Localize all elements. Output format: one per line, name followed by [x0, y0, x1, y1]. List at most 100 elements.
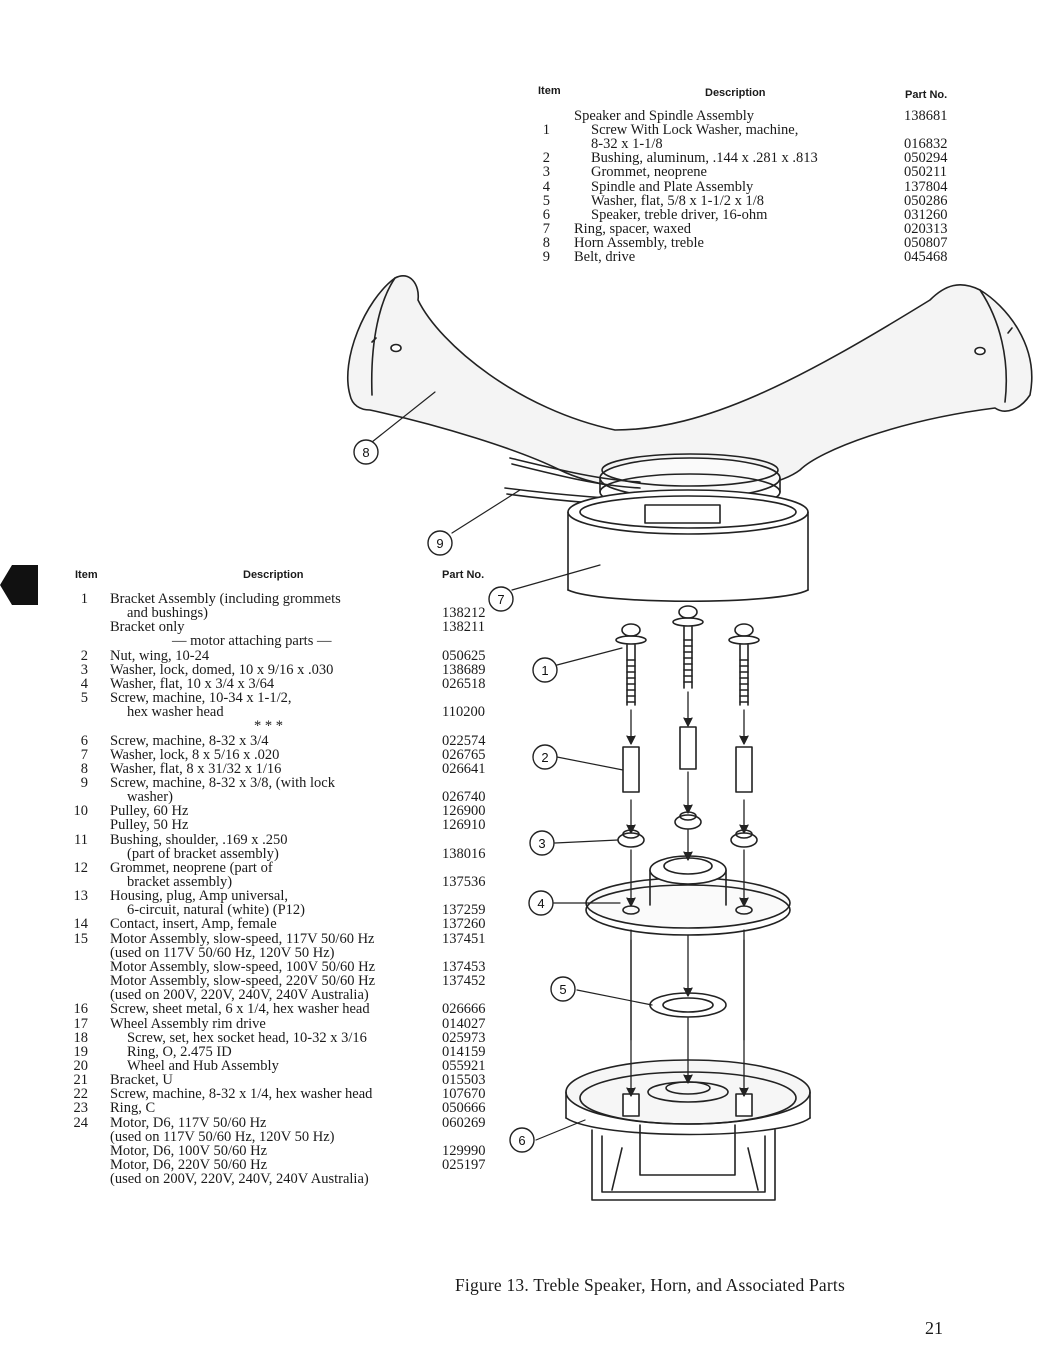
part-number: 137804	[904, 178, 948, 195]
item-number: 4	[542, 178, 550, 195]
callout-2-label: 2	[541, 750, 548, 765]
part-number: 129990	[442, 1142, 486, 1159]
part-number: 137453	[442, 958, 486, 975]
part-number: 137259	[442, 902, 486, 919]
table-row: 3 Washer, lock, domed, 10 x 9/16 x .030 13…	[68, 661, 500, 678]
item-description: (used on 117V 50/60 Hz, 120V 50 Hz)	[110, 1128, 335, 1145]
item-description: Washer, lock, domed, 10 x 9/16 x .030	[110, 661, 334, 678]
top-header-description: Description	[705, 87, 766, 99]
item-number: 13	[73, 888, 89, 905]
item-description: Grommet, neoprene (part of	[110, 859, 273, 876]
item-number: 1	[542, 122, 550, 139]
page-number: 21	[925, 1318, 943, 1338]
item-number: 11	[74, 831, 88, 848]
part-number: 026666	[442, 1001, 486, 1018]
callout-9-label: 9	[436, 536, 443, 551]
table-row: (part of bracket assembly)138016	[68, 846, 500, 861]
part-number: 137451	[442, 930, 486, 947]
part-number: 055921	[442, 1057, 486, 1074]
callout-7-label: 7	[497, 592, 504, 607]
alignment-lines	[626, 691, 749, 1097]
table-row: (used on 117V 50/60 Hz, 120V 50 Hz)	[68, 946, 500, 961]
item-number: 2	[542, 150, 550, 167]
table-row: Motor Assembly, slow-speed, 220V 50/60 H…	[68, 973, 500, 990]
item-description: Ring, spacer, waxed	[574, 220, 691, 237]
item-number: 2	[80, 647, 88, 664]
item-description: 8-32 x 1-1/8	[591, 136, 663, 153]
table-row: washer)026740	[68, 790, 500, 805]
item-number: 3	[80, 661, 88, 678]
item-description: Pulley, 50 Hz	[110, 817, 189, 834]
item-description: 6-circuit, natural (white) (P12)	[127, 902, 305, 919]
item-number: 7	[80, 746, 88, 763]
item-number: 8	[542, 234, 550, 251]
item-number: 5	[542, 192, 550, 209]
item-description: (used on 200V, 220V, 240V, 240V Australi…	[110, 987, 369, 1004]
callout-3-label: 3	[538, 836, 545, 851]
top-header-item: Item	[538, 85, 561, 97]
callout-leaders	[371, 391, 653, 1141]
item-description: Screw With Lock Washer, machine,	[591, 122, 799, 139]
table-row: Motor Assembly, slow-speed, 100V 50/60 H…	[68, 958, 500, 975]
item-description: Washer, flat, 10 x 3/4 x 3/64	[110, 675, 275, 692]
item-description: Motor, D6, 100V 50/60 Hz	[110, 1142, 268, 1159]
bushings-drawing	[622, 726, 753, 793]
item-description: Washer, lock, 8 x 5/16 x .020	[110, 746, 280, 763]
item-description: Belt, drive	[574, 249, 636, 265]
item-description: Spindle and Plate Assembly	[591, 178, 754, 195]
callout-4-label: 4	[537, 896, 544, 911]
item-number: 24	[73, 1114, 89, 1131]
part-number: 025973	[442, 1029, 486, 1046]
item-number: 9	[542, 249, 550, 265]
item-description: Bushing, aluminum, .144 x .281 x .813	[591, 150, 818, 167]
item-number: 18	[73, 1029, 89, 1046]
part-number: 050294	[904, 150, 948, 167]
part-number: 138211	[442, 619, 485, 636]
item-number: 4	[80, 675, 88, 692]
item-number: 8	[80, 760, 88, 777]
callout-1	[532, 657, 558, 683]
callout-2	[532, 744, 558, 770]
item-description: Horn Assembly, treble	[574, 234, 704, 251]
item-description: Housing, plug, Amp universal,	[110, 888, 289, 905]
part-number: 138212	[442, 605, 486, 622]
item-number: 16	[73, 1001, 89, 1018]
item-description: Washer, flat, 5/8 x 1-1/2 x 1/8	[591, 192, 765, 209]
part-number: 138689	[442, 661, 486, 678]
part-number: 026641	[442, 760, 486, 777]
table-row: 1 Screw With Lock Washer, machine,	[530, 122, 960, 139]
item-description: Screw, sheet metal, 6 x 1/4, hex washer …	[110, 1001, 370, 1018]
item-number: 10	[73, 803, 89, 820]
part-number: 014159	[442, 1043, 486, 1060]
part-number: 137452	[442, 973, 486, 990]
screws-drawing	[615, 605, 760, 706]
callout-7	[488, 586, 514, 612]
part-number: 137260	[442, 916, 486, 933]
item-description: Screw, machine, 8-32 x 3/8, (with lock	[110, 774, 335, 791]
item-number: 21	[73, 1072, 89, 1089]
spindle-plate-drawing	[585, 855, 791, 936]
item-number: 14	[73, 916, 89, 933]
item-description: * * *	[254, 718, 283, 735]
callout-9	[427, 530, 453, 556]
item-description: bracket assembly)	[127, 874, 233, 890]
item-description: Speaker and Spindle Assembly	[574, 108, 755, 124]
item-description: Motor Assembly, slow-speed, 100V 50/60 H…	[110, 958, 376, 975]
table-row: 2 Bushing, aluminum, .144 x .281 x .813 05…	[530, 150, 960, 167]
part-number: 031260	[904, 206, 948, 223]
item-description: Motor, D6, 117V 50/60 Hz	[110, 1114, 267, 1131]
part-number: 107670	[442, 1086, 486, 1103]
item-description: — motor attaching parts —	[172, 633, 332, 650]
part-number: 014027	[442, 1015, 486, 1032]
